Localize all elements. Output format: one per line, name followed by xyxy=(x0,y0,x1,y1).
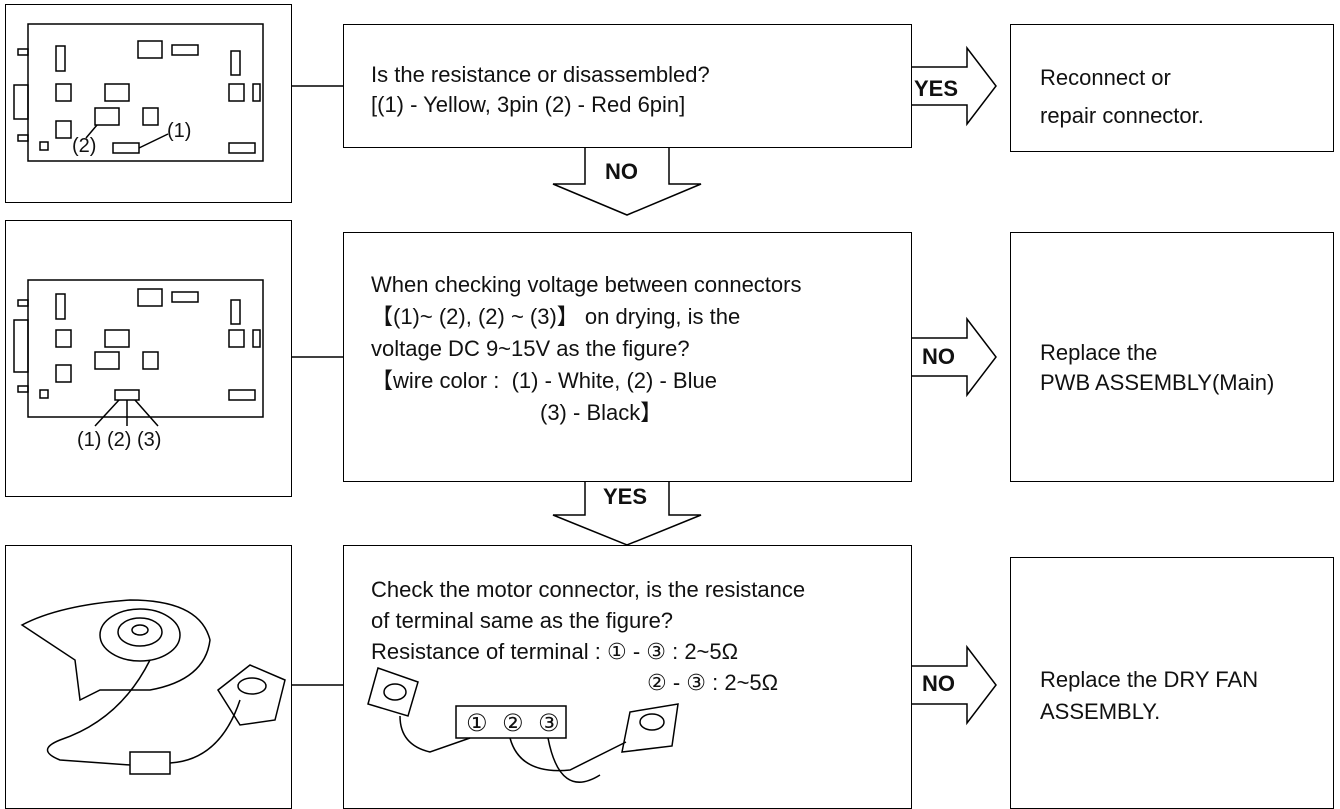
question-3-line-2: of terminal same as the figure? xyxy=(371,608,674,633)
pcb-figure-panel-1 xyxy=(5,4,292,203)
pcb1-label-1: (1) xyxy=(167,120,192,142)
fan-connector xyxy=(129,751,171,775)
question-3-line-4: ② - ③ : 2~5Ω xyxy=(647,670,779,695)
result-box-3 xyxy=(1010,557,1334,809)
no-label-3: NO xyxy=(922,671,955,696)
result-2-line-1: Replace the xyxy=(1040,340,1158,365)
no-label-1: NO xyxy=(605,159,638,184)
pcb2-labels: (1) (2) (3) xyxy=(77,429,162,451)
no-arrow-right-3 xyxy=(912,644,997,726)
question-3-line-3: Resistance of terminal : ① - ③ : 2~5Ω xyxy=(371,639,739,664)
question-3-line-1: Check the motor connector, is the resist… xyxy=(371,577,806,602)
terminal-1-label: ① xyxy=(466,710,488,737)
terminal-2-label: ② xyxy=(502,710,524,737)
fan-figure-panel xyxy=(5,545,292,809)
question-1-line-1: Is the resistance or disassembled? xyxy=(371,62,710,87)
pcb-board-2 xyxy=(27,279,264,418)
question-box-1 xyxy=(343,24,912,148)
no-label-2: NO xyxy=(922,344,955,369)
result-1-line-1: Reconnect or xyxy=(1040,65,1171,90)
result-3-line-1: Replace the DRY FAN xyxy=(1040,667,1259,692)
yes-label-2: YES xyxy=(603,484,648,509)
question-1-line-2: [(1) - Yellow, 3pin (2) - Red 6pin] xyxy=(371,92,686,117)
pcb-board-1 xyxy=(27,23,264,162)
pcb1-label-2: (2) xyxy=(72,135,97,157)
fan-rotor xyxy=(99,608,181,662)
terminal-block xyxy=(455,705,567,739)
yes-arrow-down-2 xyxy=(552,482,702,546)
yes-arrow-right-1 xyxy=(912,45,997,127)
question-2-line-5: (3) - Black】 xyxy=(540,400,663,425)
no-arrow-right-2 xyxy=(912,316,997,398)
terminal-3-label: ③ xyxy=(538,710,560,737)
result-2-line-2: PWB ASSEMBLY(Main) xyxy=(1040,370,1275,395)
question-box-2 xyxy=(343,232,912,482)
result-1-line-2: repair connector. xyxy=(1040,103,1204,128)
motor-box-right xyxy=(217,664,286,726)
result-box-2 xyxy=(1010,232,1334,482)
no-arrow-down-1 xyxy=(552,148,702,216)
yes-label-1: YES xyxy=(914,76,959,101)
motor-box-left xyxy=(367,667,419,717)
question-box-3 xyxy=(343,545,912,809)
motor-box-mid xyxy=(621,703,679,753)
question-2-line-2: 【(1)~ (2), (2) ~ (3)】 on drying, is the xyxy=(371,304,741,329)
question-2-line-4: 【wire color : (1) - White, (2) - Blue xyxy=(371,368,717,393)
result-3-line-2: ASSEMBLY. xyxy=(1040,699,1161,724)
pcb-figure-panel-2 xyxy=(5,220,292,497)
result-box-1 xyxy=(1010,24,1334,152)
question-2-line-1: When checking voltage between connectors xyxy=(371,272,802,297)
fan-housing xyxy=(20,599,211,702)
question-2-line-3: voltage DC 9~15V as the figure? xyxy=(371,336,690,361)
